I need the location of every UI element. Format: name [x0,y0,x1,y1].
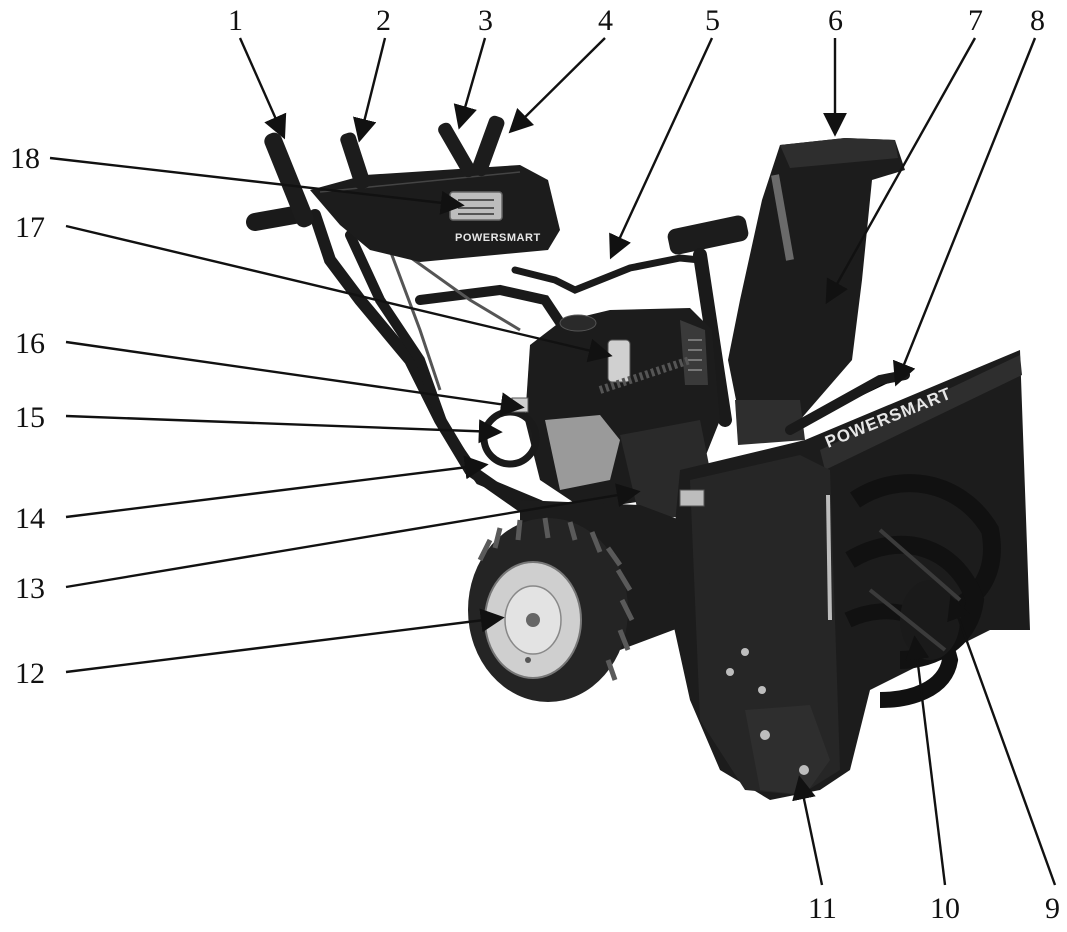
leader-1 [238,37,287,140]
leader-5 [609,37,714,260]
leader-14 [65,455,489,519]
callout-labels: 1 2 3 4 5 6 7 8 9 10 11 12 13 14 15 16 1… [10,4,1060,925]
callout-7: 7 [968,4,983,37]
leader-16 [65,340,525,417]
callout-11: 11 [808,892,837,925]
callout-9: 9 [1045,892,1060,925]
left-handle-grip [246,132,314,231]
callout-5: 5 [705,4,720,37]
leader-8 [893,37,1037,387]
callout-13: 13 [15,572,45,605]
leader-lines [49,37,1057,886]
snow-blower-illustration: POWERSMART [246,115,1030,800]
callout-6: 6 [828,4,843,37]
leader-17 [65,224,613,363]
callout-18: 18 [10,142,40,175]
leader-9 [947,595,1057,886]
leader-12 [65,608,505,674]
auger-housing: POWERSMART [668,350,1030,800]
callout-15: 15 [15,401,45,434]
leader-4 [508,37,606,134]
callout-12: 12 [15,657,45,690]
callout-14: 14 [15,502,45,535]
control-console: POWERSMART [310,165,560,262]
leader-3 [453,37,487,130]
wheel [468,517,635,702]
console-levers [340,115,505,190]
callout-17: 17 [15,211,45,244]
engine [480,308,720,520]
callout-4: 4 [598,4,613,37]
leader-2 [353,37,387,143]
leader-15 [65,414,503,444]
callout-2: 2 [376,4,391,37]
leader-13 [65,483,641,589]
leader-18 [49,156,465,215]
leader-7 [825,37,977,305]
callout-16: 16 [15,327,45,360]
callout-3: 3 [478,4,493,37]
callout-1: 1 [228,4,243,37]
discharge-chute [728,138,905,445]
leader-10 [905,635,947,886]
callout-8: 8 [1030,4,1045,37]
leader-11 [792,775,824,886]
console-brand-logo: POWERSMART [455,232,541,244]
callout-10: 10 [930,892,960,925]
